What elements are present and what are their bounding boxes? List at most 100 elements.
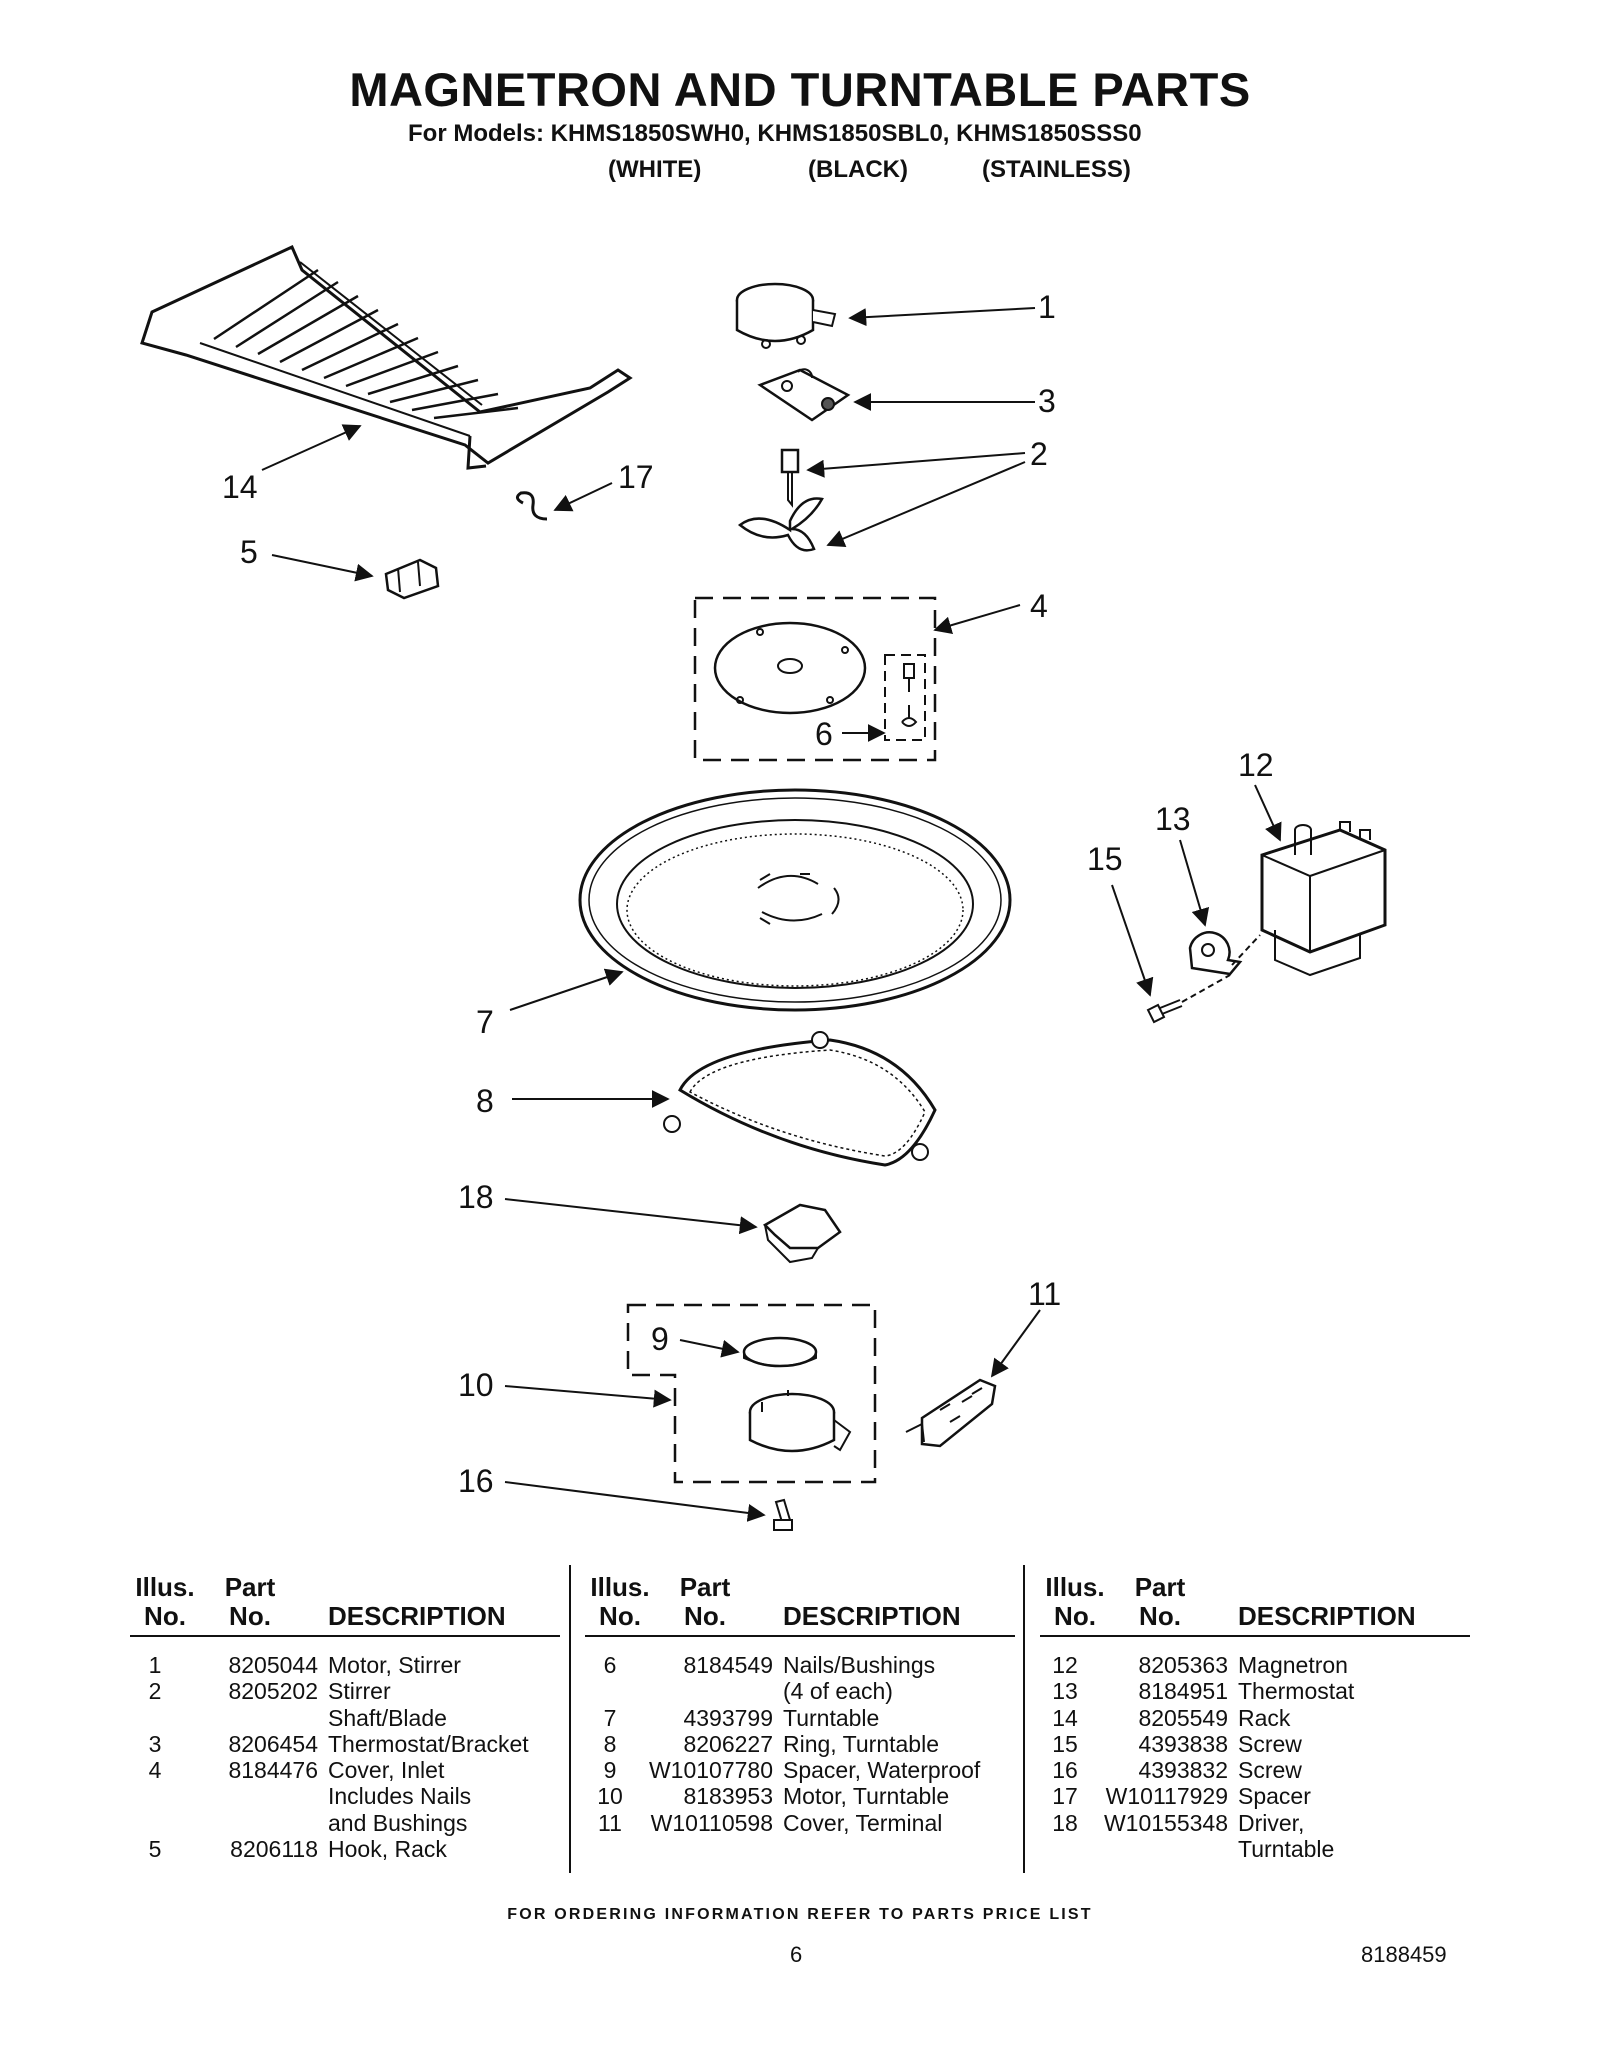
part-number: 4393838 (1138, 1730, 1228, 1757)
page-title: MAGNETRON AND TURNTABLE PARTS (349, 63, 1251, 116)
illus-number: 15 (1052, 1730, 1078, 1757)
illus-number: 2 (148, 1678, 162, 1705)
turntable-motor-box (626, 1303, 877, 1484)
part-number: 8205363 (1138, 1652, 1228, 1678)
rack-part (140, 244, 633, 470)
table-row: Shaft/Blade (130, 1705, 560, 1731)
callout-7: 7 (476, 1004, 494, 1040)
callout-16: 16 (458, 1463, 494, 1499)
part-number: W10107780 (648, 1757, 773, 1784)
part-description: Turntable (1238, 1836, 1335, 1863)
table-row: 4 8184476 Cover, Inlet (130, 1757, 560, 1783)
illus-number: 12 (1052, 1652, 1078, 1678)
part-description: Cover, Inlet (328, 1757, 445, 1784)
document-number: 8188459 (1361, 1942, 1447, 1967)
screw-16-part (773, 1498, 793, 1531)
illus-number: 13 (1052, 1678, 1078, 1705)
turntable-motor-part (748, 1390, 852, 1453)
part-description: Driver, (1238, 1809, 1305, 1836)
part-description: Spacer (1238, 1783, 1311, 1810)
hook-part (384, 558, 440, 600)
part-number: 8206454 (228, 1730, 318, 1757)
callout-6: 6 (815, 716, 833, 752)
part-description: Nails/Bushings (783, 1652, 936, 1678)
inlet-cover-box (693, 596, 937, 762)
screw-15-part (1146, 999, 1183, 1024)
callout-9: 9 (651, 1321, 669, 1357)
header-description: DESCRIPTION (783, 1601, 961, 1631)
part-number: 8184476 (228, 1757, 318, 1784)
table-row: and Bushings (130, 1810, 560, 1836)
table-row: Includes Nails (130, 1783, 560, 1809)
illus-number: 17 (1052, 1783, 1078, 1810)
callout-15: 15 (1087, 841, 1123, 877)
header-illus: Illus.No. (1045, 1572, 1105, 1631)
part-number: 8205044 (228, 1652, 318, 1678)
header-illus: Illus.No. (135, 1572, 195, 1631)
part-description: Hook, Rack (328, 1836, 447, 1863)
part-description: (4 of each) (783, 1678, 893, 1705)
table-row: 2 8205202 Stirrer (130, 1678, 560, 1704)
table-row: 16 4393832 Screw (1040, 1757, 1470, 1783)
thermostat-bracket-part (757, 368, 851, 422)
turntable-part (578, 788, 1012, 1012)
part-description: Cover, Terminal (783, 1809, 943, 1836)
callout-1: 1 (1038, 289, 1056, 325)
part-description: Turntable (783, 1704, 880, 1731)
part-description: Rack (1238, 1704, 1291, 1731)
part-number: 4393799 (683, 1704, 773, 1731)
part-number: 8183953 (683, 1783, 773, 1810)
page-number: 6 (790, 1942, 803, 1967)
part-description: and Bushings (328, 1809, 468, 1836)
callout-10: 10 (458, 1367, 494, 1403)
callout-14: 14 (222, 469, 258, 505)
magnetron-part (1260, 821, 1387, 977)
turntable-ring-part (663, 1031, 937, 1167)
part-number: 4393832 (1138, 1757, 1228, 1784)
part-description: Stirrer (328, 1678, 391, 1705)
part-number: 8184951 (1138, 1678, 1228, 1705)
terminal-cover-part (905, 1378, 997, 1448)
illus-number: 8 (603, 1730, 617, 1757)
part-description: Motor, Turntable (783, 1783, 950, 1810)
part-description: Screw (1238, 1730, 1302, 1757)
exploded-parts-diagram: 1 3 2 14 17 5 4 6 12 13 15 7 8 18 11 9 1… (140, 244, 1387, 1531)
header-illus: Illus.No. (590, 1572, 650, 1631)
spacer-part (516, 491, 548, 521)
illus-number: 4 (148, 1757, 162, 1784)
illus-number: 16 (1052, 1757, 1078, 1784)
part-number: 8184549 (683, 1652, 773, 1678)
part-description: Ring, Turntable (783, 1730, 939, 1757)
variant-stainless: (STAINLESS) (982, 156, 1131, 183)
part-number: W10117929 (1105, 1783, 1228, 1810)
illus-number: 11 (598, 1809, 622, 1836)
illus-number: 18 (1052, 1809, 1078, 1836)
turntable-driver-part (762, 1203, 842, 1264)
callout-3: 3 (1038, 383, 1056, 419)
stirrer-shaft-blade-part (737, 448, 824, 552)
part-description: Screw (1238, 1757, 1302, 1784)
column-divider (569, 1565, 571, 1873)
nails-bushings-box (884, 654, 926, 741)
part-number: 8205202 (228, 1678, 318, 1705)
illus-number: 10 (597, 1783, 623, 1810)
table-row: Turntable (1040, 1836, 1470, 1862)
variant-white: (WHITE) (608, 156, 702, 183)
illus-number: 9 (603, 1757, 617, 1784)
callout-2: 2 (1030, 436, 1048, 472)
part-number: 8206118 (230, 1836, 318, 1863)
column-divider (1023, 1565, 1025, 1873)
